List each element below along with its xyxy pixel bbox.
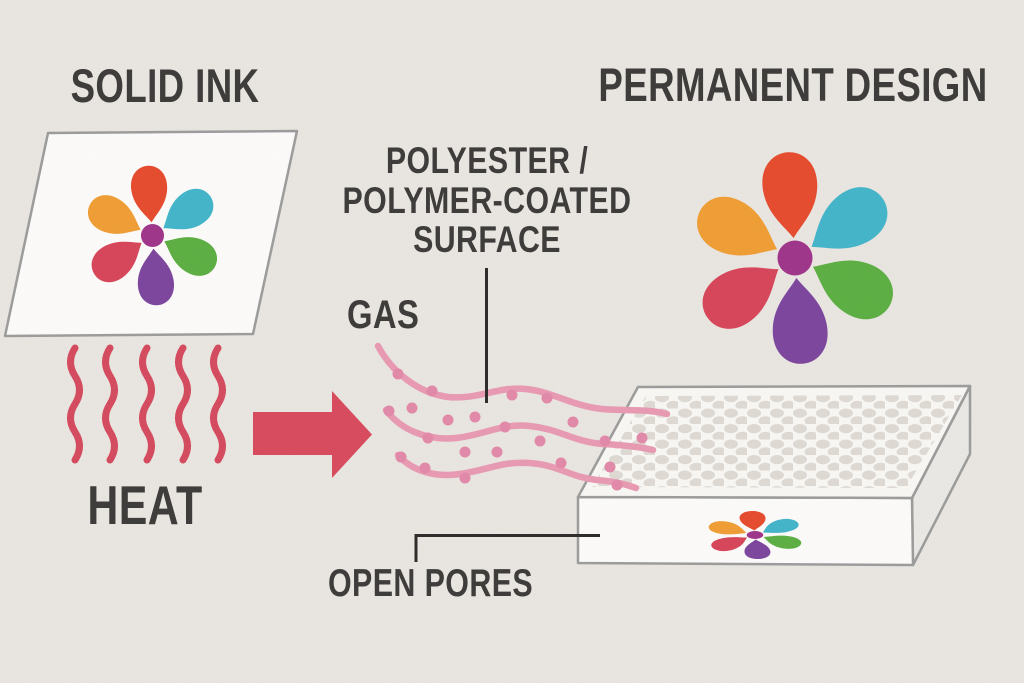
gas-waves-icon	[374, 342, 671, 492]
surface-callout-line	[485, 268, 488, 403]
gas-label: GAS	[347, 293, 420, 337]
heat-waves-icon	[67, 344, 226, 464]
permanent-design-title: PERMANENT DESIGN	[544, 61, 1024, 108]
heat-label: HEAT	[87, 474, 203, 536]
surface-label: POLYESTER / POLYMER-COATED SURFACE	[311, 141, 663, 260]
solid-ink-text: SOLID INK	[70, 59, 260, 112]
flower-icon-large	[687, 150, 903, 366]
flower-icon-small	[704, 510, 806, 560]
permanent-design-text: PERMANENT DESIGN	[598, 58, 988, 111]
flower-icon	[81, 164, 224, 307]
solid-ink-title: SOLID INK	[44, 62, 286, 109]
open-pores-label: OPEN PORES	[328, 562, 534, 605]
surface-label-lines: POLYESTER / POLYMER-COATED SURFACE	[342, 140, 632, 261]
